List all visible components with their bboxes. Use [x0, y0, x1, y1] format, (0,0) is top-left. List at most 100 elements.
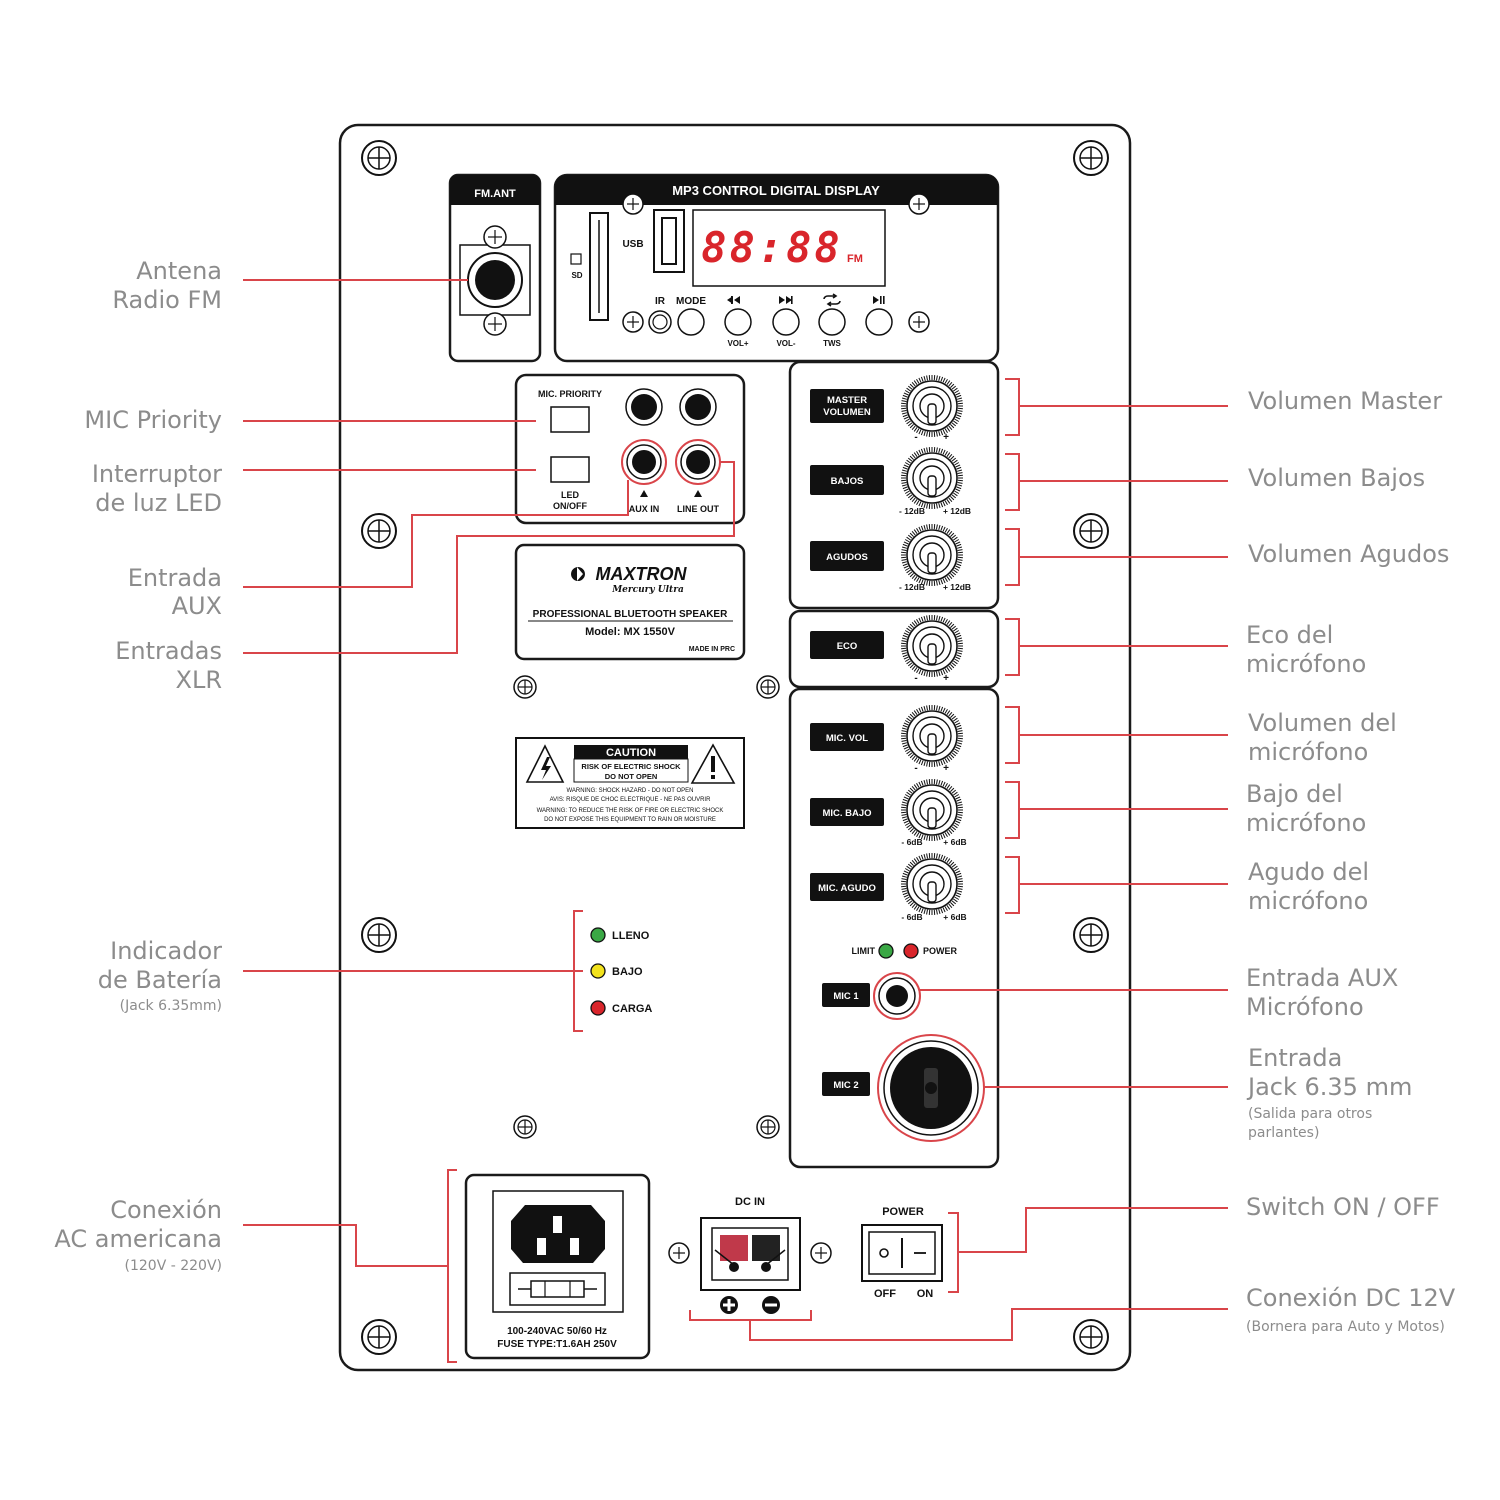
agudos-badge — [810, 541, 884, 571]
led-label-2: ON/OFF — [553, 501, 587, 511]
caution-title: CAUTION — [606, 747, 656, 759]
screw-icon — [1073, 1319, 1109, 1355]
bajos-label: BAJOS — [831, 476, 864, 487]
knob-plus-12: + 12dB — [943, 582, 971, 592]
power-led-label: POWER — [923, 946, 958, 956]
arrow-up-icon — [640, 490, 648, 497]
fm-antenna-module: FM.ANT — [448, 173, 542, 363]
screw-icon — [513, 1115, 537, 1139]
knob-plus: + — [943, 673, 949, 684]
fuse-icon — [530, 1280, 585, 1298]
knob-plus: + — [943, 763, 949, 774]
caution-warning-3: WARNING: TO REDUCE THE RISK OF FIRE OR E… — [537, 808, 724, 814]
knob-bajos[interactable] — [901, 447, 963, 509]
callout-antena-1: Antena — [136, 257, 222, 285]
caution-warning-4: DO NOT EXPOSE THIS EQUIPMENT TO RAIN OR … — [544, 817, 716, 823]
callout-master: Volumen Master — [1248, 387, 1442, 415]
play-pause-button[interactable] — [865, 308, 893, 336]
callout-jack-3: (Salida para otros — [1248, 1106, 1372, 1122]
mic1-label: MIC 1 — [833, 991, 859, 1002]
sd-icon — [570, 253, 582, 265]
callout-mic-bajo-2: micrófono — [1246, 809, 1366, 837]
knob-eco[interactable] — [901, 615, 963, 677]
mic-priority-label: MIC. PRIORITY — [538, 389, 602, 399]
mic-agudo-label: MIC. AGUDO — [818, 883, 876, 894]
knob-mic-agudo[interactable] — [901, 853, 963, 915]
screw-icon — [1073, 917, 1109, 953]
repeat-icon — [823, 293, 841, 307]
limit-led — [878, 943, 894, 959]
next-button[interactable] — [772, 308, 800, 336]
screw-icon — [756, 675, 780, 699]
limit-label: LIMIT — [852, 946, 876, 956]
knob-plus: + — [943, 432, 949, 443]
mic-bajo-label: MIC. BAJO — [822, 808, 871, 819]
screw-icon — [361, 513, 397, 549]
next-icon — [779, 296, 792, 304]
aux-in-label: AUX IN — [629, 504, 660, 514]
ac-spec-1: 100-240VAC 50/60 Hz — [507, 1326, 607, 1337]
knob-agudos[interactable] — [901, 524, 963, 586]
mic-priority-switch[interactable] — [550, 406, 590, 433]
vol-minus-label: VOL- — [776, 339, 795, 348]
antenna-jack[interactable] — [475, 260, 515, 300]
mode-button[interactable] — [677, 308, 705, 336]
callout-agudos: Volumen Agudos — [1248, 540, 1449, 568]
callout-ac-3: (120V - 220V) — [125, 1258, 222, 1274]
knob-plus-6: + 6dB — [943, 912, 966, 922]
mic-bajo-badge — [810, 798, 884, 826]
dc-negative-terminal[interactable] — [752, 1235, 780, 1261]
mp3-module: MP3 CONTROL DIGITAL DISPLAY SD USB 88:88… — [553, 173, 1000, 363]
mic-vol-label: MIC. VOL — [826, 733, 868, 744]
master-label-2: VOLUMEN — [823, 407, 871, 418]
callout-mic-vol-1: Volumen del — [1248, 709, 1397, 737]
dc-positive-terminal[interactable] — [720, 1235, 748, 1261]
mode-label: MODE — [676, 296, 706, 307]
mic2-badge — [822, 1072, 870, 1096]
knob-minus: - — [914, 432, 917, 443]
callout-dc-2: (Bornera para Auto y Motos) — [1246, 1319, 1445, 1335]
off-label: OFF — [874, 1288, 896, 1300]
tws-label: TWS — [823, 339, 841, 348]
fm-ant-label: FM.ANT — [474, 188, 516, 200]
caution-warning-2: AVIS: RISQUE DE CHOC ELECTRIQUE - NE PAS… — [550, 797, 711, 803]
callout-battery-3: (Jack 6.35mm) — [120, 998, 222, 1014]
previous-icon — [727, 296, 740, 304]
battery-full-label: LLENO — [612, 930, 650, 942]
ir-label: IR — [655, 296, 666, 307]
callout-eco-2: micrófono — [1246, 650, 1366, 678]
callout-aux-mic-2: Micrófono — [1246, 993, 1364, 1021]
screw-icon — [361, 1319, 397, 1355]
knob-minus-12: - 12dB — [899, 582, 925, 592]
ac-spec-2: FUSE TYPE:T1.6AH 250V — [497, 1339, 617, 1350]
callout-aux-1: Entrada — [128, 564, 222, 592]
dc-in-label: DC IN — [735, 1196, 765, 1208]
agudos-label: AGUDOS — [826, 552, 868, 563]
callout-battery-1: Indicador — [110, 937, 222, 965]
tws-button[interactable] — [818, 308, 846, 336]
off-symbol-icon — [879, 1248, 889, 1258]
mic2-label: MIC 2 — [833, 1080, 858, 1091]
caution-label: CAUTION RISK OF ELECTRIC SHOCK DO NOT OP… — [515, 737, 745, 829]
knob-master-volume[interactable] — [901, 375, 963, 437]
previous-button[interactable] — [724, 308, 752, 336]
screw-icon — [361, 140, 397, 176]
power-led — [903, 943, 919, 959]
play-pause-icon — [873, 296, 879, 304]
screw-icon — [361, 917, 397, 953]
knob-minus-6: - 6dB — [901, 837, 922, 847]
vol-plus-label: VOL+ — [727, 339, 748, 348]
master-volume-badge — [810, 389, 884, 423]
ac-socket-iec[interactable] — [511, 1205, 605, 1263]
knob-mic-vol[interactable] — [901, 705, 963, 767]
on-label: ON — [917, 1288, 934, 1300]
screw-icon — [1073, 140, 1109, 176]
ac-power-module: 100-240VAC 50/60 Hz FUSE TYPE:T1.6AH 250… — [464, 1173, 651, 1360]
callout-jack-1: Entrada — [1248, 1044, 1342, 1072]
callout-jack-4: parlantes) — [1248, 1125, 1319, 1141]
callout-ac-2: AC americana — [54, 1225, 222, 1253]
knob-mic-bajo[interactable] — [901, 779, 963, 841]
brand-sub: Mercury Ultra — [611, 585, 684, 595]
led-on-off-switch[interactable] — [550, 456, 590, 483]
